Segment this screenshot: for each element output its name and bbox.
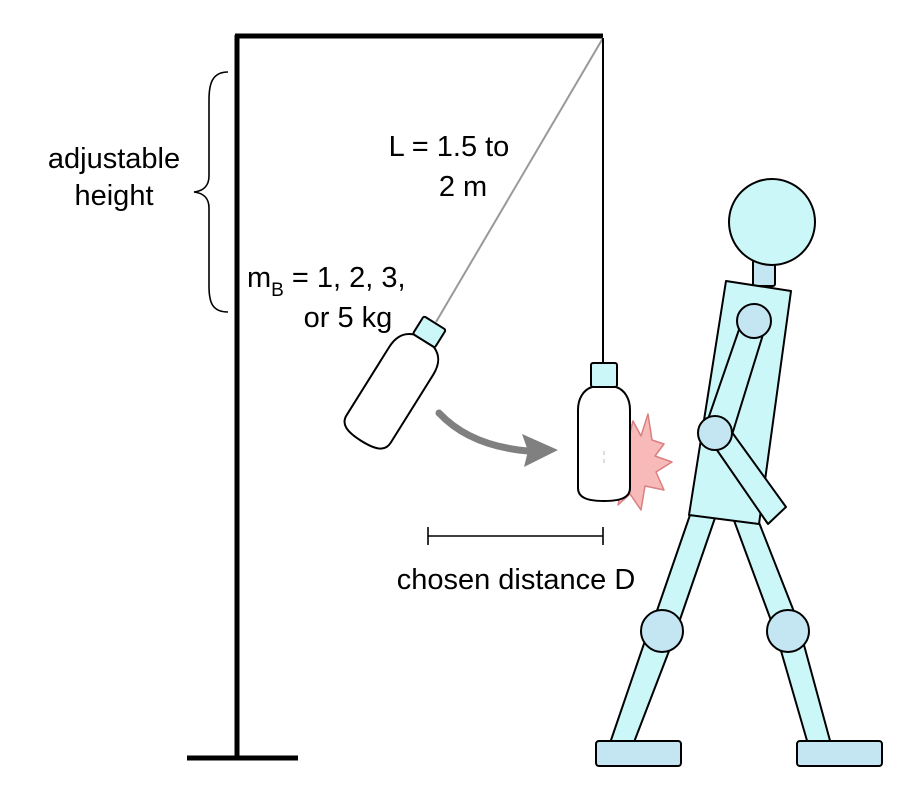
string-length-label-line2: 2 m bbox=[439, 171, 487, 203]
swinging-bottle bbox=[343, 315, 447, 450]
hanging-bottle bbox=[577, 362, 631, 503]
mass-subscript: B bbox=[271, 280, 284, 301]
impact-burst bbox=[617, 413, 673, 511]
elbow-joint bbox=[697, 415, 733, 451]
adjustable-height-label-line1: adjustable bbox=[48, 143, 180, 175]
walking-figure bbox=[595, 178, 883, 767]
gallows-frame bbox=[187, 33, 603, 761]
mass-label-line2: or 5 kg bbox=[304, 302, 393, 334]
bottle-body bbox=[343, 333, 440, 450]
head bbox=[728, 178, 816, 266]
distance-bar bbox=[427, 527, 604, 545]
mass-label-line1: mB = 1, 2, 3, bbox=[247, 262, 406, 301]
front-foot bbox=[796, 740, 883, 767]
distance-label: chosen distance D bbox=[397, 564, 636, 596]
motion-arrow bbox=[435, 409, 558, 467]
string-length-label-line1: L = 1.5 to bbox=[389, 131, 510, 163]
mass-values: = 1, 2, 3, bbox=[284, 262, 406, 294]
swing-string bbox=[435, 37, 604, 323]
shoulder-joint bbox=[736, 303, 772, 339]
front-knee-joint bbox=[766, 609, 810, 653]
back-foot bbox=[595, 740, 682, 767]
height-brace bbox=[193, 71, 229, 313]
bottle-cap bbox=[590, 362, 618, 388]
back-knee-joint bbox=[640, 609, 684, 653]
mass-symbol: m bbox=[247, 262, 271, 294]
adjustable-height-label-line2: height bbox=[74, 180, 153, 212]
bottle-body bbox=[577, 386, 631, 503]
